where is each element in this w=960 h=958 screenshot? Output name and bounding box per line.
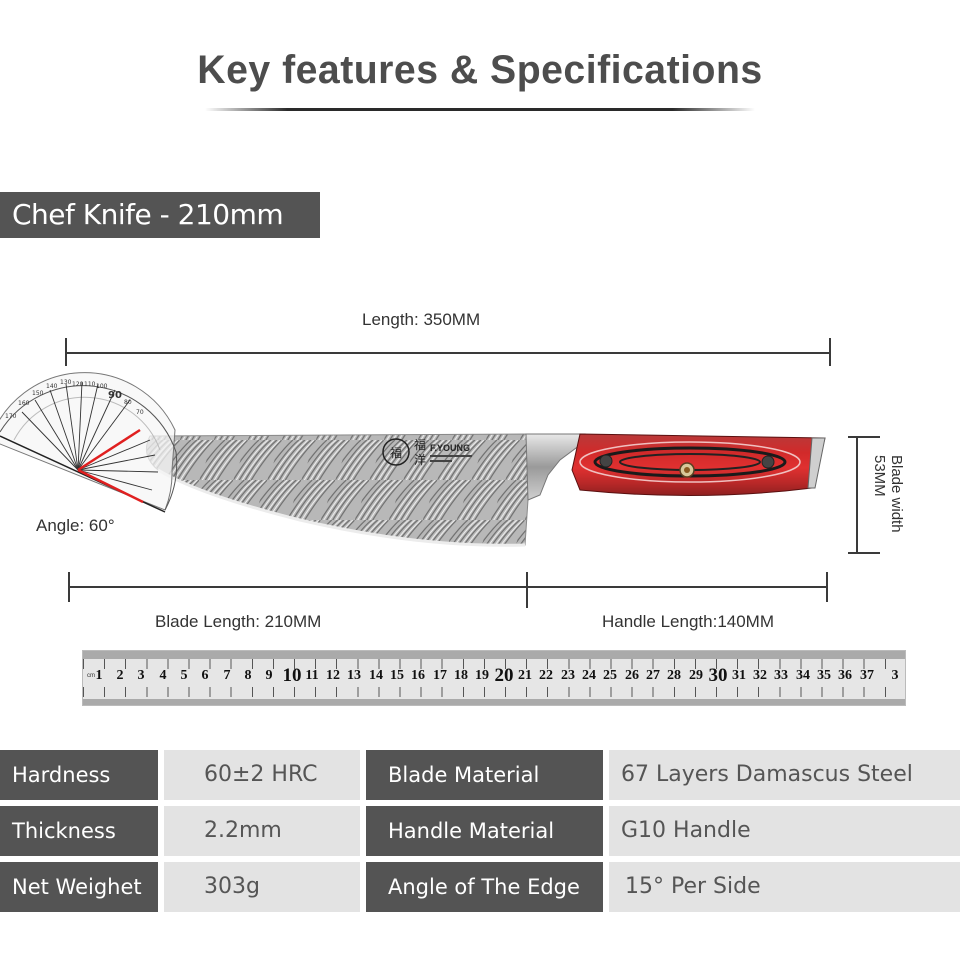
page-title: Key features & Specifications xyxy=(197,48,763,92)
svg-text:140: 140 xyxy=(46,383,58,390)
svg-text:80: 80 xyxy=(124,399,132,406)
blade-width-tick-top xyxy=(848,436,880,438)
ruler-number: 29 xyxy=(689,668,703,683)
angle-label: Angle: 60° xyxy=(36,516,115,535)
svg-text:120: 120 xyxy=(72,381,84,388)
spec-value-edge-angle: 15° Per Side xyxy=(609,862,960,912)
svg-text:110: 110 xyxy=(84,381,96,388)
ruler-number: 2 xyxy=(116,668,124,683)
blade-handle-length-line xyxy=(69,586,827,588)
ruler-ticks-top xyxy=(83,659,905,669)
blade-handle-divider-tick xyxy=(526,572,528,608)
blade xyxy=(145,433,549,547)
ruler-numbers: 1 2 3 4 5 6 7 8 9 10 11 12 13 14 15 16 1… xyxy=(83,665,905,690)
spec-value-net-weight: 303g xyxy=(164,862,360,912)
ruler-number: 4 xyxy=(159,668,167,683)
ruler-number: 17 xyxy=(433,668,447,683)
overall-length-tick-right xyxy=(829,338,831,366)
measuring-ruler: cm 1 2 3 4 5 6 7 8 9 10 11 12 13 14 15 1… xyxy=(82,650,906,706)
ruler-number: 6 xyxy=(201,668,209,683)
ruler-number: 1 xyxy=(95,668,103,683)
spec-value-blade-material: 67 Layers Damascus Steel xyxy=(609,750,960,800)
ruler-number: 31 xyxy=(732,668,746,683)
ruler-number: 22 xyxy=(539,668,553,683)
ruler-ticks-bottom xyxy=(83,687,905,697)
brand-logo: 福 福 洋 F.YOUNG xyxy=(382,437,472,467)
ruler-number: 32 xyxy=(753,668,767,683)
ruler-number: 24 xyxy=(582,668,596,683)
overall-length-line xyxy=(66,352,830,354)
svg-text:130: 130 xyxy=(60,379,72,386)
handle-length-label: Handle Length:140MM xyxy=(602,612,775,631)
ruler-number: 11 xyxy=(305,668,319,683)
ruler-number: 7 xyxy=(223,668,231,683)
ruler-number: 12 xyxy=(326,668,340,683)
spec-value-hardness: 60±2 HRC xyxy=(164,750,360,800)
blade-length-tick-left xyxy=(68,572,70,602)
ruler-number: 27 xyxy=(646,668,660,683)
ruler-number: 23 xyxy=(561,668,575,683)
overall-length-label: Length: 350MM xyxy=(362,310,481,329)
svg-text:150: 150 xyxy=(32,390,44,397)
ruler-number: 8 xyxy=(244,668,252,683)
spec-value-handle-material: G10 Handle xyxy=(609,806,960,856)
ruler-number: 35 xyxy=(817,668,831,683)
ruler-number: 13 xyxy=(347,668,361,683)
svg-text:160: 160 xyxy=(18,400,30,407)
svg-text:170: 170 xyxy=(5,413,17,420)
ruler-number: 37 xyxy=(860,668,874,683)
knife-handle xyxy=(571,433,826,497)
ruler-number: 20 xyxy=(494,665,514,686)
overall-length-tick-left xyxy=(65,338,67,366)
spec-label-handle-material: Handle Material xyxy=(366,806,603,856)
ruler-number: 28 xyxy=(667,668,681,683)
blade-width-text: Blade width 53MM xyxy=(871,455,905,533)
spec-value-thickness: 2.2mm xyxy=(164,806,360,856)
spec-label-net-weight: Net Weighet xyxy=(0,862,158,912)
spec-label-blade-material: Blade Material xyxy=(366,750,603,800)
ruler-number: 36 xyxy=(838,668,852,683)
ruler-number: 3 xyxy=(137,668,145,683)
knife-illustration: 福 福 洋 F.YOUNG xyxy=(0,372,826,547)
ruler-number: 19 xyxy=(475,668,489,683)
ruler-number: 9 xyxy=(265,668,273,683)
ruler-number: 15 xyxy=(390,668,404,683)
svg-text:90: 90 xyxy=(108,390,122,401)
ruler-number: 10 xyxy=(282,665,302,686)
ruler-number: 30 xyxy=(708,665,728,686)
ruler-number: 33 xyxy=(774,668,788,683)
title-underline xyxy=(205,108,755,111)
svg-text:福: 福 xyxy=(414,437,426,452)
svg-text:福: 福 xyxy=(390,445,402,460)
spec-label-thickness: Thickness xyxy=(0,806,158,856)
blade-width-label: Blade width xyxy=(888,455,905,533)
ruler-unit: cm xyxy=(87,673,95,679)
ruler-number: 14 xyxy=(369,668,383,683)
ruler-number: 21 xyxy=(518,668,532,683)
ruler-number: 5 xyxy=(180,668,188,683)
spec-label-hardness: Hardness xyxy=(0,750,158,800)
ruler-number: 3 xyxy=(891,668,899,683)
blade-length-label: Blade Length: 210MM xyxy=(155,612,322,631)
ruler-number: 25 xyxy=(603,668,617,683)
svg-text:F.YOUNG: F.YOUNG xyxy=(430,443,470,453)
handle-length-tick-right xyxy=(826,572,828,602)
ruler-number: 26 xyxy=(625,668,639,683)
blade-width-value: 53MM xyxy=(871,455,888,497)
blade-width-tick-bottom xyxy=(848,552,880,554)
ruler-number: 16 xyxy=(411,668,425,683)
ruler-number: 18 xyxy=(454,668,468,683)
blade-width-line xyxy=(856,436,858,553)
svg-text:70: 70 xyxy=(136,409,144,416)
spec-label-edge-angle: Angle of The Edge xyxy=(366,862,603,912)
svg-text:洋: 洋 xyxy=(414,452,426,467)
product-banner: Chef Knife - 210mm xyxy=(0,192,320,238)
ruler-number: 34 xyxy=(796,668,810,683)
svg-text:100: 100 xyxy=(96,383,108,390)
